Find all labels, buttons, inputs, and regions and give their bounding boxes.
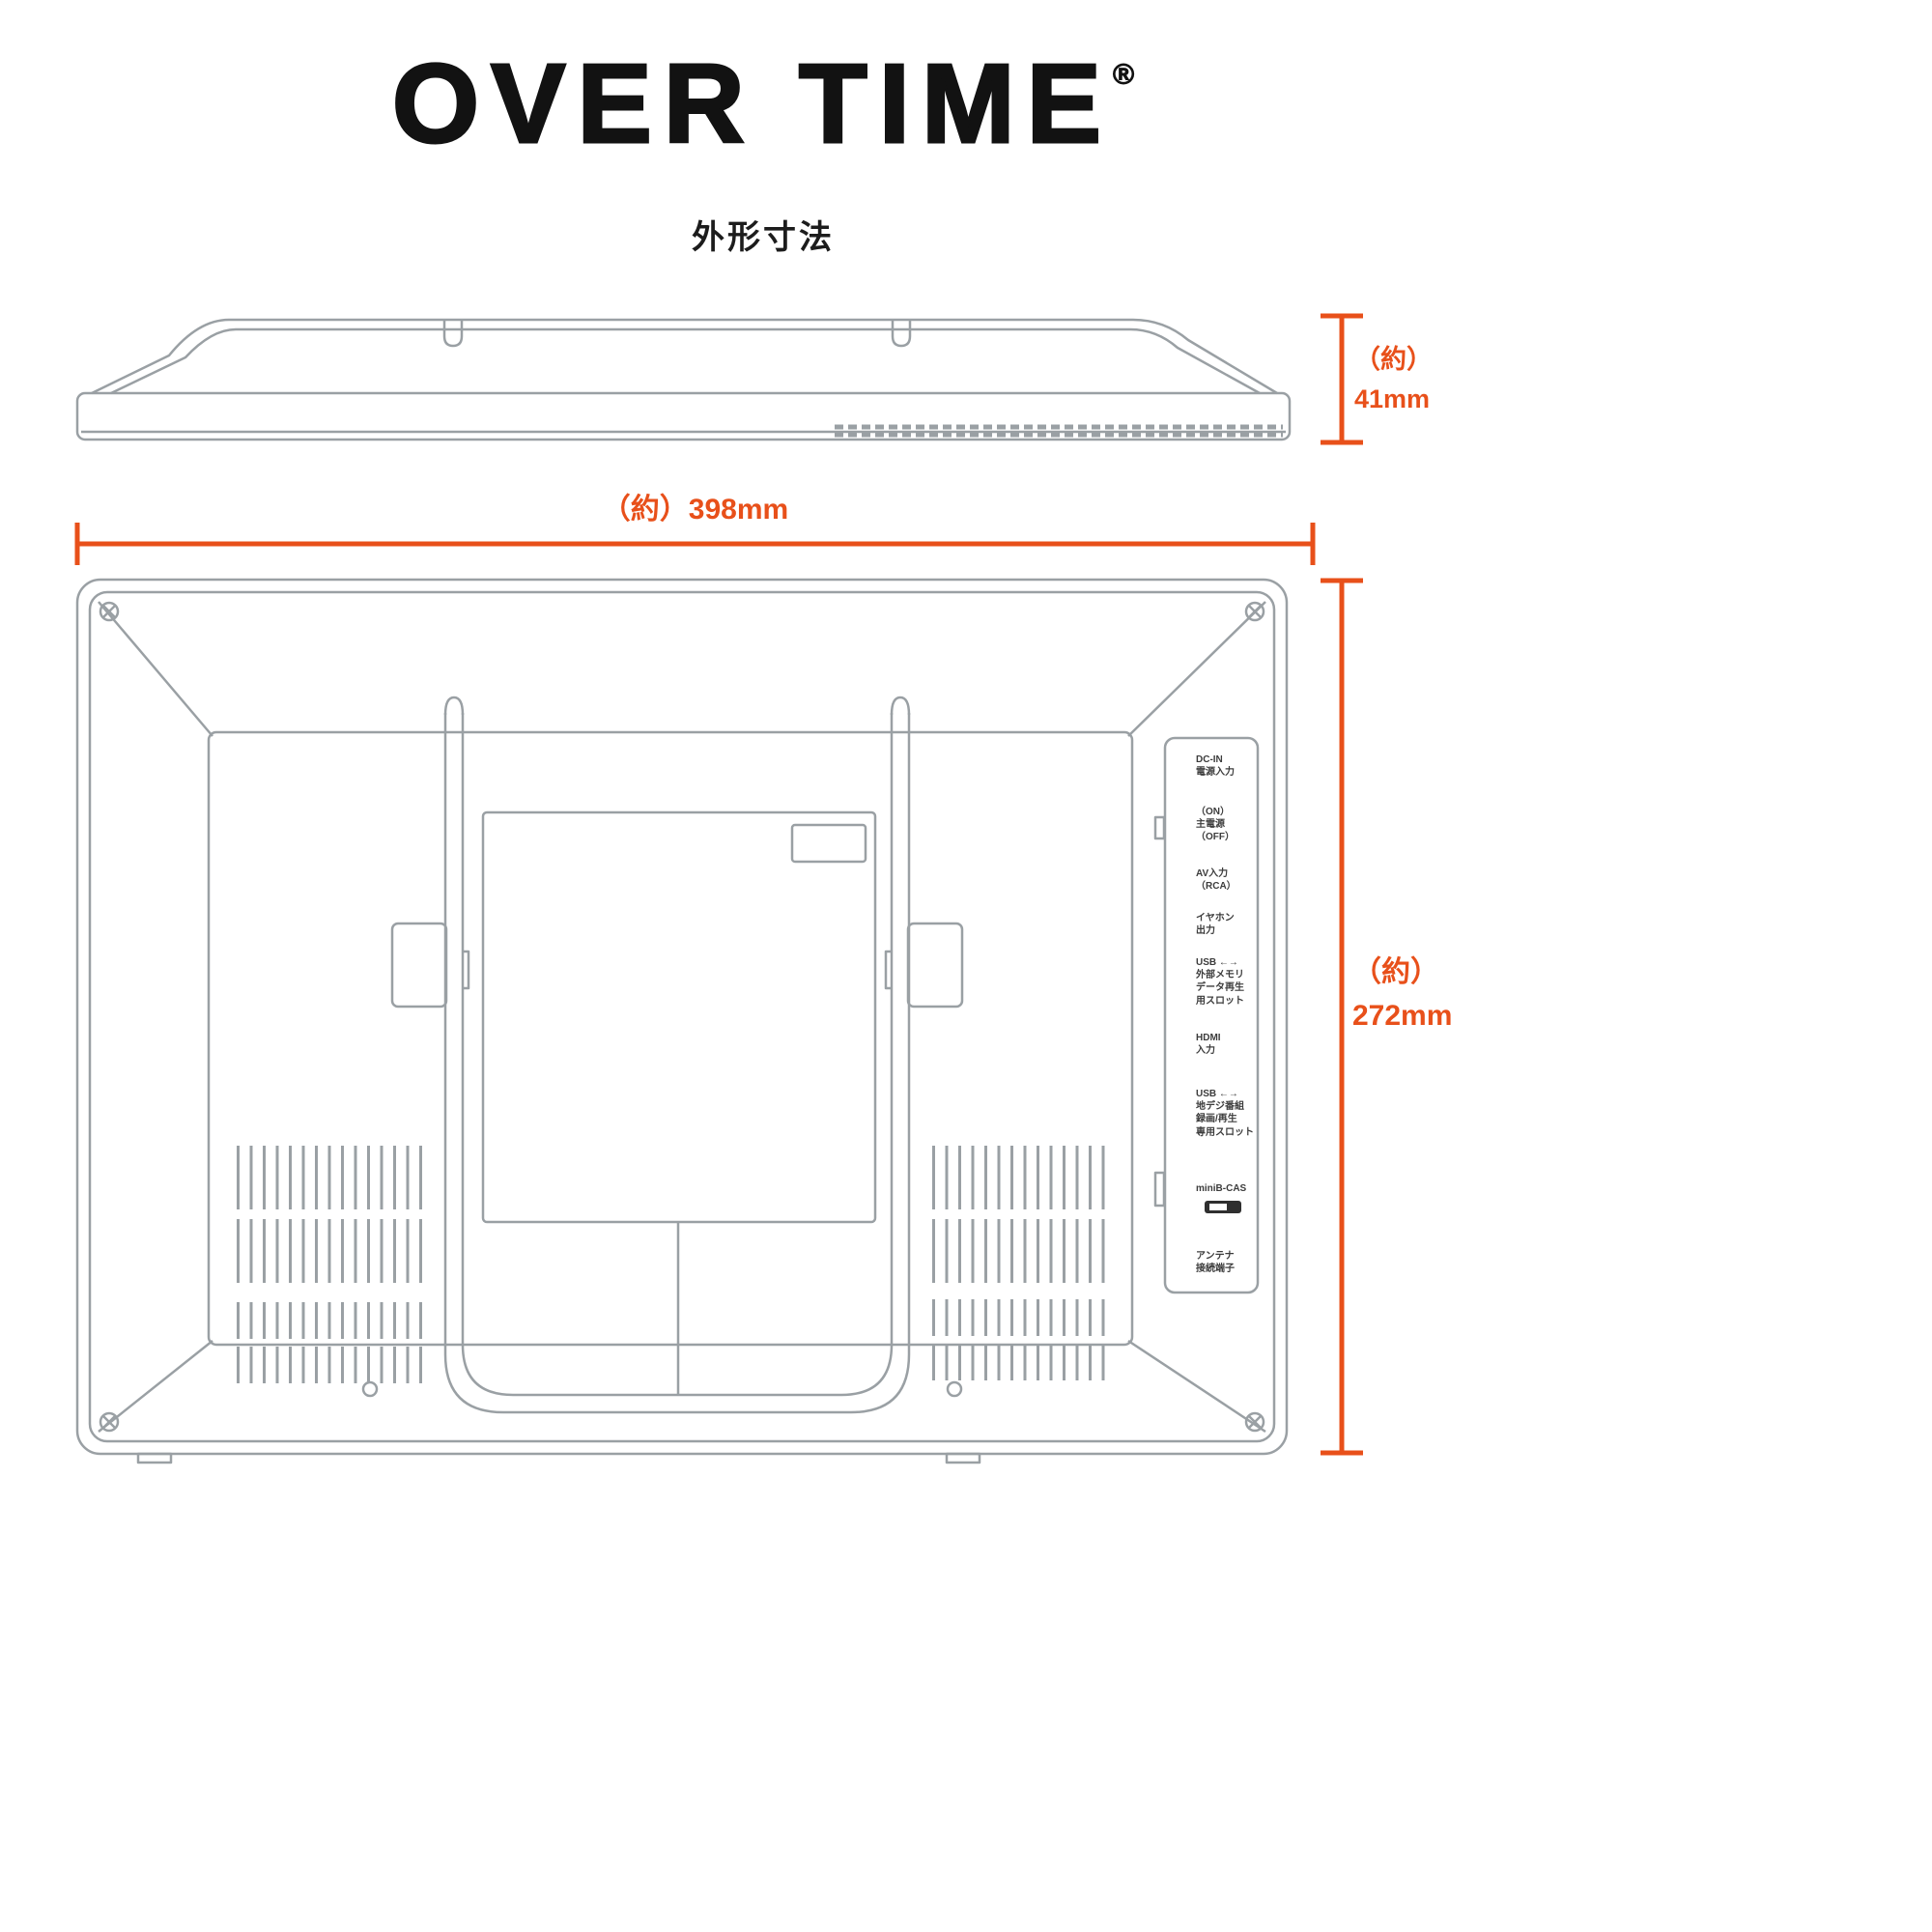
bevel-top-left [98, 601, 213, 737]
bevel-bottom-right [1127, 1339, 1266, 1434]
minib-cas-slot-opening [1209, 1204, 1227, 1210]
height-approx-prefix: （約） [1352, 956, 1439, 988]
rear-outer-frame [75, 578, 1289, 1456]
port-label-usb-rec: USB ←→ 地デジ番組 録画/再生 専用スロット [1196, 1089, 1254, 1138]
foot-right [945, 1452, 981, 1464]
vent-slots-left-2 [237, 1219, 422, 1283]
brand-logo: OVER TIME® [0, 39, 1526, 168]
thickness-value: 41mm [1354, 384, 1431, 413]
panel-inner-rect [790, 823, 867, 864]
thickness-dimension-line [1321, 313, 1363, 445]
port-label-hdmi: HDMI 入力 [1196, 1033, 1221, 1057]
vent-slots-left-4 [237, 1347, 422, 1383]
side-tab-left [390, 922, 448, 1009]
vent-slots-left-3 [237, 1302, 422, 1339]
stand-hook-right [884, 950, 892, 990]
vent-slots-right-2 [932, 1219, 1111, 1283]
height-dimension-label: （約） 272mm [1352, 951, 1452, 1037]
brand-name: OVER TIME [390, 40, 1113, 168]
width-dimension-label: （約）398mm [601, 494, 789, 526]
port-label-usb-media: USB ←→ 外部メモリ データ再生 用スロット [1196, 957, 1244, 1007]
thickness-approx-prefix: （約） [1354, 345, 1433, 374]
rear-view-drawing [75, 578, 1289, 1464]
width-dimension-line [74, 523, 1316, 565]
thickness-dimension-label: （約） 41mm [1354, 340, 1433, 418]
stand-notch-left [442, 320, 464, 348]
side-tab-right [906, 922, 964, 1009]
dimension-lines [74, 313, 1363, 1456]
top-view-drawing [75, 318, 1292, 441]
stand-hook-left [463, 950, 470, 990]
profile-back-inner-line [110, 327, 1261, 395]
profile-front-slab [75, 391, 1292, 441]
battery-panel [481, 810, 877, 1224]
height-dimension-line [1321, 578, 1363, 1456]
bottom-screw-right [946, 1380, 963, 1398]
vent-slots-right-4 [932, 1344, 1111, 1380]
vent-slots-right-1 [932, 1146, 1111, 1209]
bevel-bottom-left [98, 1340, 213, 1433]
corner-screws [99, 601, 1265, 1433]
port-panel [1163, 736, 1260, 1294]
port-label-power: （ON） 主電源 （OFF） [1196, 807, 1235, 843]
vent-slots-right-3 [932, 1299, 1111, 1336]
port-label-av-in: AV入力 （RCA） [1196, 868, 1236, 893]
port-label-antenna: アンテナ 接続端子 [1196, 1251, 1235, 1275]
height-value: 272mm [1352, 1000, 1453, 1032]
card-slot-nub [1153, 1171, 1166, 1208]
foot-left [136, 1452, 173, 1464]
port-label-earphone: イヤホン 出力 [1196, 913, 1235, 937]
rear-recessed-panel [207, 730, 1134, 1347]
registered-trademark-icon: ® [1112, 59, 1135, 92]
vent-slots-left-1 [237, 1146, 422, 1209]
bevel-top-right [1127, 601, 1266, 737]
power-switch-nub [1153, 815, 1166, 840]
rear-inner-frame [88, 590, 1276, 1443]
profile-back-outline [91, 318, 1278, 395]
bottom-screw-left [361, 1380, 379, 1398]
port-label-minibcas: miniB-CAS [1196, 1183, 1247, 1194]
port-label-dc-in: DC-IN 電源入力 [1196, 754, 1235, 779]
page-title: 外形寸法 [692, 219, 835, 256]
stand-notch-right [891, 320, 912, 348]
